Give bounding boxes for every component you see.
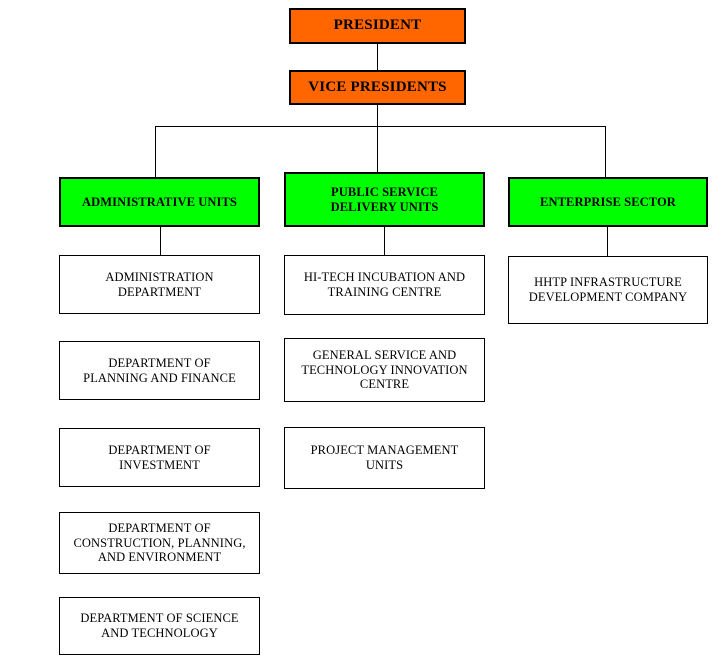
node-department-of-science-and-technology[interactable]: DEPARTMENT OF SCIENCE AND TECHNOLOGY: [59, 597, 260, 655]
node-hhtp-infrastructure-development-company[interactable]: HHTP INFRASTRUCTURE DEVELOPMENT COMPANY: [508, 256, 708, 324]
connector-enterprise-sector-to-hhtp-company: [607, 226, 608, 256]
node-project-management-units[interactable]: PROJECT MANAGEMENT UNITS: [284, 427, 485, 489]
connector-horizontal-bus: [155, 126, 606, 127]
node-president-label: PRESIDENT: [333, 17, 422, 34]
node-administrative-units[interactable]: ADMINISTRATIVE UNITS: [59, 177, 260, 227]
node-hhtp-infrastructure-development-company-label: HHTP INFRASTRUCTURE DEVELOPMENT COMPANY: [528, 275, 688, 304]
connector-vice-presidents-drop: [377, 104, 378, 177]
connector-bus-to-administrative-units: [155, 126, 156, 177]
node-department-of-planning-and-finance-label: DEPARTMENT OF PLANNING AND FINANCE: [83, 355, 236, 385]
node-administrative-units-label: ADMINISTRATIVE UNITS: [82, 194, 237, 209]
node-administration-department-label: ADMINISTRATION DEPARTMENT: [105, 269, 214, 299]
node-president[interactable]: PRESIDENT: [289, 8, 466, 44]
connector-public-service-to-hi-tech-centre: [384, 226, 385, 255]
node-public-service-delivery-units-label: PUBLIC SERVICE DELIVERY UNITS: [330, 184, 439, 214]
node-vice-presidents[interactable]: VICE PRESIDENTS: [289, 70, 466, 105]
node-project-management-units-label: PROJECT MANAGEMENT UNITS: [310, 443, 459, 472]
connector-president-to-vice-presidents: [377, 43, 378, 70]
node-department-of-science-and-technology-label: DEPARTMENT OF SCIENCE AND TECHNOLOGY: [80, 611, 239, 640]
node-department-of-planning-and-finance[interactable]: DEPARTMENT OF PLANNING AND FINANCE: [59, 341, 260, 400]
node-hi-tech-incubation-and-training-centre-label: HI-TECH INCUBATION AND TRAINING CENTRE: [303, 270, 466, 299]
node-public-service-delivery-units[interactable]: PUBLIC SERVICE DELIVERY UNITS: [284, 172, 485, 227]
node-enterprise-sector[interactable]: ENTERPRISE SECTOR: [508, 177, 708, 227]
node-enterprise-sector-label: ENTERPRISE SECTOR: [540, 194, 676, 209]
node-department-of-investment[interactable]: DEPARTMENT OF INVESTMENT: [59, 428, 260, 487]
node-hi-tech-incubation-and-training-centre[interactable]: HI-TECH INCUBATION AND TRAINING CENTRE: [284, 255, 485, 315]
node-vice-presidents-label: VICE PRESIDENTS: [308, 78, 447, 95]
node-general-service-and-technology-innovation-centre-label: GENERAL SERVICE AND TECHNOLOGY INNOVATIO…: [301, 347, 468, 392]
node-department-of-construction-planning-and-environment[interactable]: DEPARTMENT OF CONSTRUCTION, PLANNING, AN…: [59, 512, 260, 574]
node-department-of-investment-label: DEPARTMENT OF INVESTMENT: [108, 442, 211, 472]
connector-administrative-units-to-administration-department: [160, 226, 161, 255]
node-general-service-and-technology-innovation-centre[interactable]: GENERAL SERVICE AND TECHNOLOGY INNOVATIO…: [284, 338, 485, 402]
node-department-of-construction-planning-and-environment-label: DEPARTMENT OF CONSTRUCTION, PLANNING, AN…: [73, 520, 246, 565]
node-administration-department[interactable]: ADMINISTRATION DEPARTMENT: [59, 255, 260, 314]
connector-bus-to-enterprise-sector: [605, 126, 606, 177]
